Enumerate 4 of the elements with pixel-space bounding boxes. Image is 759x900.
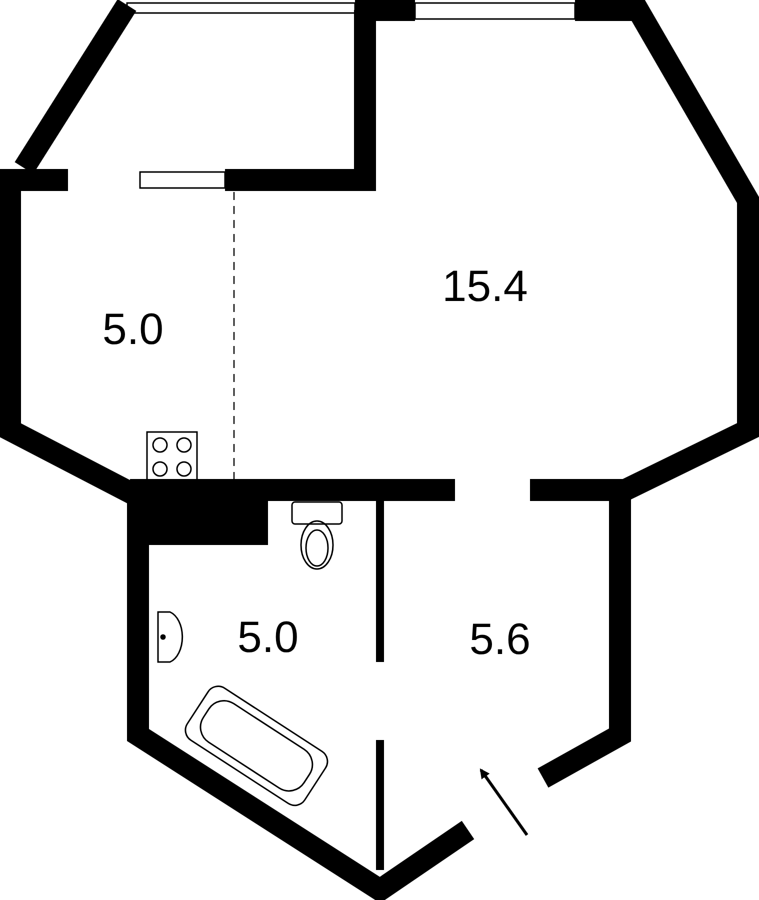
room-area-label: 5.6 [469, 618, 531, 662]
room-area-label: 5.0 [237, 616, 299, 660]
room-area-label: 15.4 [442, 265, 528, 309]
room-area-label: 5.0 [102, 308, 164, 352]
